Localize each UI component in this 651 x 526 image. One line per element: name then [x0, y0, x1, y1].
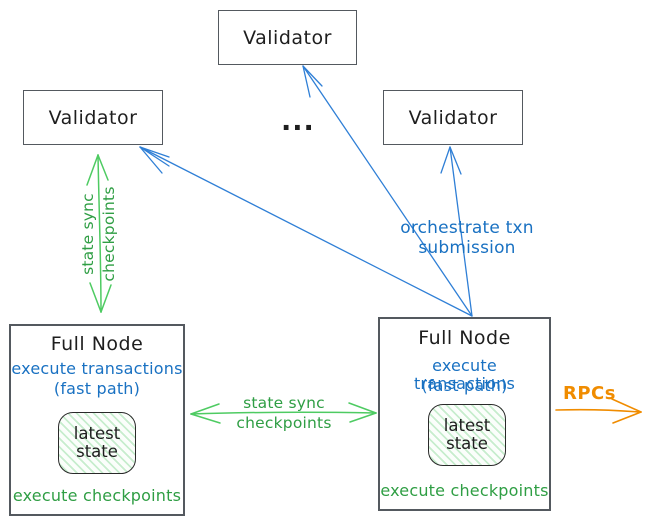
horizontal-state-sync-label-line1: state sync: [243, 394, 325, 412]
execute-transactions-label: execute transactions: [413, 356, 516, 394]
vertical-state-sync-label-line2: checkpoints: [100, 186, 118, 282]
fast-path-label: (fast path): [421, 376, 508, 395]
full-node-left-box: Full Node execute transactions (fast pat…: [9, 324, 185, 516]
fast-path-label: (fast path): [53, 379, 141, 398]
validator-box-right: Validator: [383, 90, 523, 145]
latest-state-line2: state: [446, 434, 488, 453]
execute-checkpoints-label: execute checkpoints: [12, 486, 182, 505]
validator-top-label: Validator: [243, 26, 332, 49]
rpcs-label: RPCs: [563, 383, 616, 404]
validator-box-left: Validator: [23, 90, 163, 145]
full-node-right-box: Full Node execute transactions (fast pat…: [378, 317, 551, 511]
validator-right-label: Validator: [408, 106, 498, 129]
latest-state-box: latest state: [58, 412, 136, 474]
horizontal-state-sync-label-line2: checkpoints: [236, 414, 332, 432]
latest-state-line1: latest: [443, 415, 491, 435]
orchestrate-txn-submission-label: orchestrate txn submission: [400, 218, 534, 258]
latest-state-line1: latest: [73, 423, 121, 443]
full-node-left-title: Full Node: [50, 333, 144, 355]
execute-checkpoints-label: execute checkpoints: [380, 481, 549, 500]
full-node-right-title: Full Node: [418, 327, 511, 349]
validator-box-top: Validator: [218, 10, 357, 65]
latest-state-line2: state: [76, 442, 118, 461]
vertical-state-sync-label-line1: state sync: [79, 193, 97, 275]
validator-left-label: Validator: [48, 106, 138, 129]
latest-state-box: latest state: [428, 404, 506, 466]
execute-transactions-label: execute transactions: [11, 359, 183, 378]
